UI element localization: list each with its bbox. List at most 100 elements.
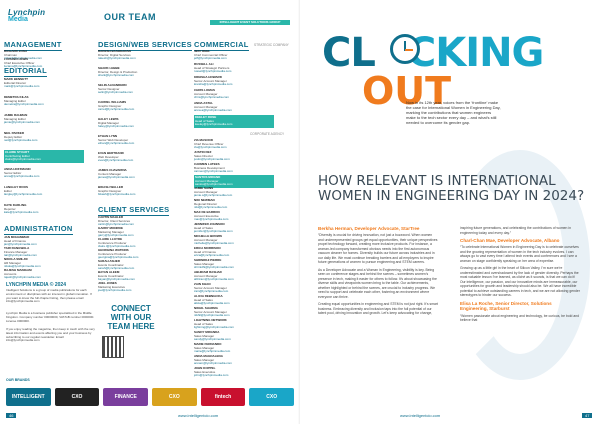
entry-email[interactable]: evan@lynchpinmedia.com (98, 158, 134, 163)
qr-code-icon[interactable] (102, 336, 124, 358)
entry-email[interactable]: ethan@lynchpinmedia.com (98, 141, 135, 146)
entry-email[interactable]: justin@lynchpinmedia.com (194, 157, 230, 162)
entry-email[interactable]: jamie@lynchpinmedia.com (4, 120, 40, 125)
entry-role: Head of Sales (195, 118, 214, 123)
brand-logo[interactable]: CXO (152, 388, 197, 406)
entry-email[interactable]: joel@lynchpinmedia.com (98, 288, 132, 293)
entry-email[interactable]: chris@lynchpinmedia.com (194, 95, 230, 100)
entry-email[interactable]: santos@lynchpinmedia.com (195, 182, 233, 187)
entry-email[interactable]: zia@lynchpinmedia.com (194, 145, 227, 150)
brand-logo[interactable]: CXO (54, 388, 100, 406)
entry-email[interactable]: sandy@lynchpinmedia.com (194, 337, 231, 342)
entry-email[interactable]: luciano@lynchpinmedia.com (4, 64, 43, 69)
entry-email[interactable]: shrinidhi@lynchpinmedia.com (194, 265, 234, 270)
entry-email[interactable]: haley@lynchpinmedia.com (98, 124, 134, 129)
entry-email[interactable]: garry@lynchpinmedia.com (98, 233, 134, 238)
entry-email[interactable]: john@lynchpinmedia.com (194, 373, 229, 378)
entry-email[interactable]: marie@lynchpinmedia.com (194, 349, 231, 354)
entry-email[interactable]: langley@lynchpinmedia.com (4, 192, 43, 197)
entry-email[interactable]: lightning@lynchpinmedia.com (194, 325, 234, 330)
footer-url[interactable]: www.intelligentcio.com (178, 413, 219, 418)
entry-email[interactable]: russell@lynchpinmedia.com (194, 69, 232, 74)
entry-name: JOHN KOPPEL (194, 366, 216, 370)
brands-title: OUR BRANDS (6, 378, 30, 382)
entry-email[interactable]: keeley@lynchpinmedia.com (195, 122, 233, 127)
entry-email[interactable]: kreisha@lynchpinmedia.com (194, 82, 233, 87)
entry-email[interactable]: mark@lynchpinmedia.com (4, 84, 40, 89)
col1-p1: “Diversity is crucial for driving innova… (318, 233, 438, 265)
entry-email[interactable]: demetra@lynchpinmedia.com (4, 102, 44, 107)
entry-role: Account Manager (194, 91, 218, 96)
brand-logo[interactable]: fintech (200, 388, 246, 406)
entry-email[interactable]: zain@lynchpinmedia.com (194, 289, 229, 294)
entry-email[interactable]: bikash@lynchpinmedia.com (98, 192, 136, 197)
entry-email[interactable]: rajesh@lynchpinmedia.com (4, 275, 41, 280)
entry-name: NEIL PARKER (4, 131, 25, 135)
entry-email[interactable]: neil@lynchpinmedia.com (4, 138, 38, 143)
entry-name: CHRIS LOMAS (194, 88, 215, 92)
entry-email[interactable]: max@lynchpinmedia.com (194, 217, 229, 222)
entry-email[interactable]: anna@lynchpinmedia.com (4, 174, 40, 179)
title-out: OUT (362, 69, 452, 113)
entry-email[interactable]: rakesh@lynchpinmedia.com (98, 56, 136, 61)
entry-email[interactable]: annam@lynchpinmedia.com (194, 361, 232, 366)
entry-email[interactable]: james@lynchpinmedia.com (98, 175, 135, 180)
entry-email[interactable]: michelle@lynchpinmedia.com (194, 241, 234, 246)
entry-email[interactable]: anna.a@lynchpinmedia.com (194, 108, 232, 113)
brand-logo[interactable]: FINANCE (103, 388, 149, 406)
footer-url-right[interactable]: www.intelligentcio.com (400, 413, 441, 418)
entry-email[interactable]: carrel@lynchpinmedia.com (98, 107, 135, 112)
entry-name: ALICIA REBNIACKA (194, 294, 223, 298)
entry-role: Accounts (4, 271, 17, 276)
entry-email[interactable]: selin@lynchpinmedia.com (98, 90, 133, 95)
entry-email[interactable]: abhiram@lynchpinmedia.com (194, 277, 234, 282)
entry-name: JAMES CHAVARRIA (98, 168, 127, 172)
entry-email[interactable]: jan@lynchpinmedia.com (4, 242, 37, 247)
entry-email[interactable]: kate@lynchpinmedia.com (4, 210, 39, 215)
entry-email[interactable]: jennifer@lynchpinmedia.com (194, 229, 233, 234)
client-heading: CLIENT SERVICES (98, 205, 170, 216)
entry-name: SHARK LEBBE (98, 66, 120, 70)
entry-email[interactable]: nikhil@lynchpinmedia.com (194, 313, 230, 318)
entry-email[interactable]: cartin@lynchpinmedia.com (98, 222, 135, 227)
entry-email[interactable]: niki@lynchpinmedia.com (194, 205, 228, 210)
entry-email[interactable]: claire@lynchpinmedia.com (5, 157, 41, 162)
entry-email[interactable]: erica@lynchpinmedia.com (194, 253, 230, 258)
entry-email[interactable]: jeff@lynchpinmedia.com (194, 56, 227, 61)
brand-logo[interactable]: INTELLIGENT (6, 388, 51, 406)
entry-role: Chief Commercial Officer (194, 52, 228, 57)
entry-email[interactable]: alicia@lynchpinmedia.com (194, 301, 230, 306)
entry-email[interactable]: tair@lynchpinmedia.com (4, 253, 37, 258)
brand-logo[interactable]: CXO (249, 388, 295, 406)
entry-email[interactable]: richard@lynchpinmedia.com (4, 56, 42, 61)
entry-email[interactable]: claire.l@lynchpinmedia.com (98, 244, 136, 249)
entry-email[interactable]: georgina@lynchpinmedia.com (98, 255, 139, 260)
entry-email[interactable]: shark@lynchpinmedia.com (98, 73, 135, 78)
entry-email[interactable]: nikola@lynchpinmedia.com (4, 264, 41, 269)
entry-name: RAKESH BASHKARAN (98, 49, 131, 53)
entry-email[interactable]: jamie.s@lynchpinmedia.com (194, 193, 233, 198)
entry-email[interactable]: bayan@lynchpinmedia.com (98, 277, 135, 282)
entry-name: JENNIFER JOHNSON (194, 222, 225, 226)
intro-text: Now in its 12th year, voices from the ‘f… (406, 100, 501, 125)
entry-email[interactable]: sarah@lynchpinmedia.com (98, 266, 135, 271)
entry-role: Regional Director (194, 201, 218, 206)
entry-email[interactable]: carmen@lynchpinmedia.com (194, 169, 233, 174)
entry-role: Sales Manager (194, 333, 215, 338)
col2-p3: “Women passionate about engineering and … (460, 313, 580, 323)
